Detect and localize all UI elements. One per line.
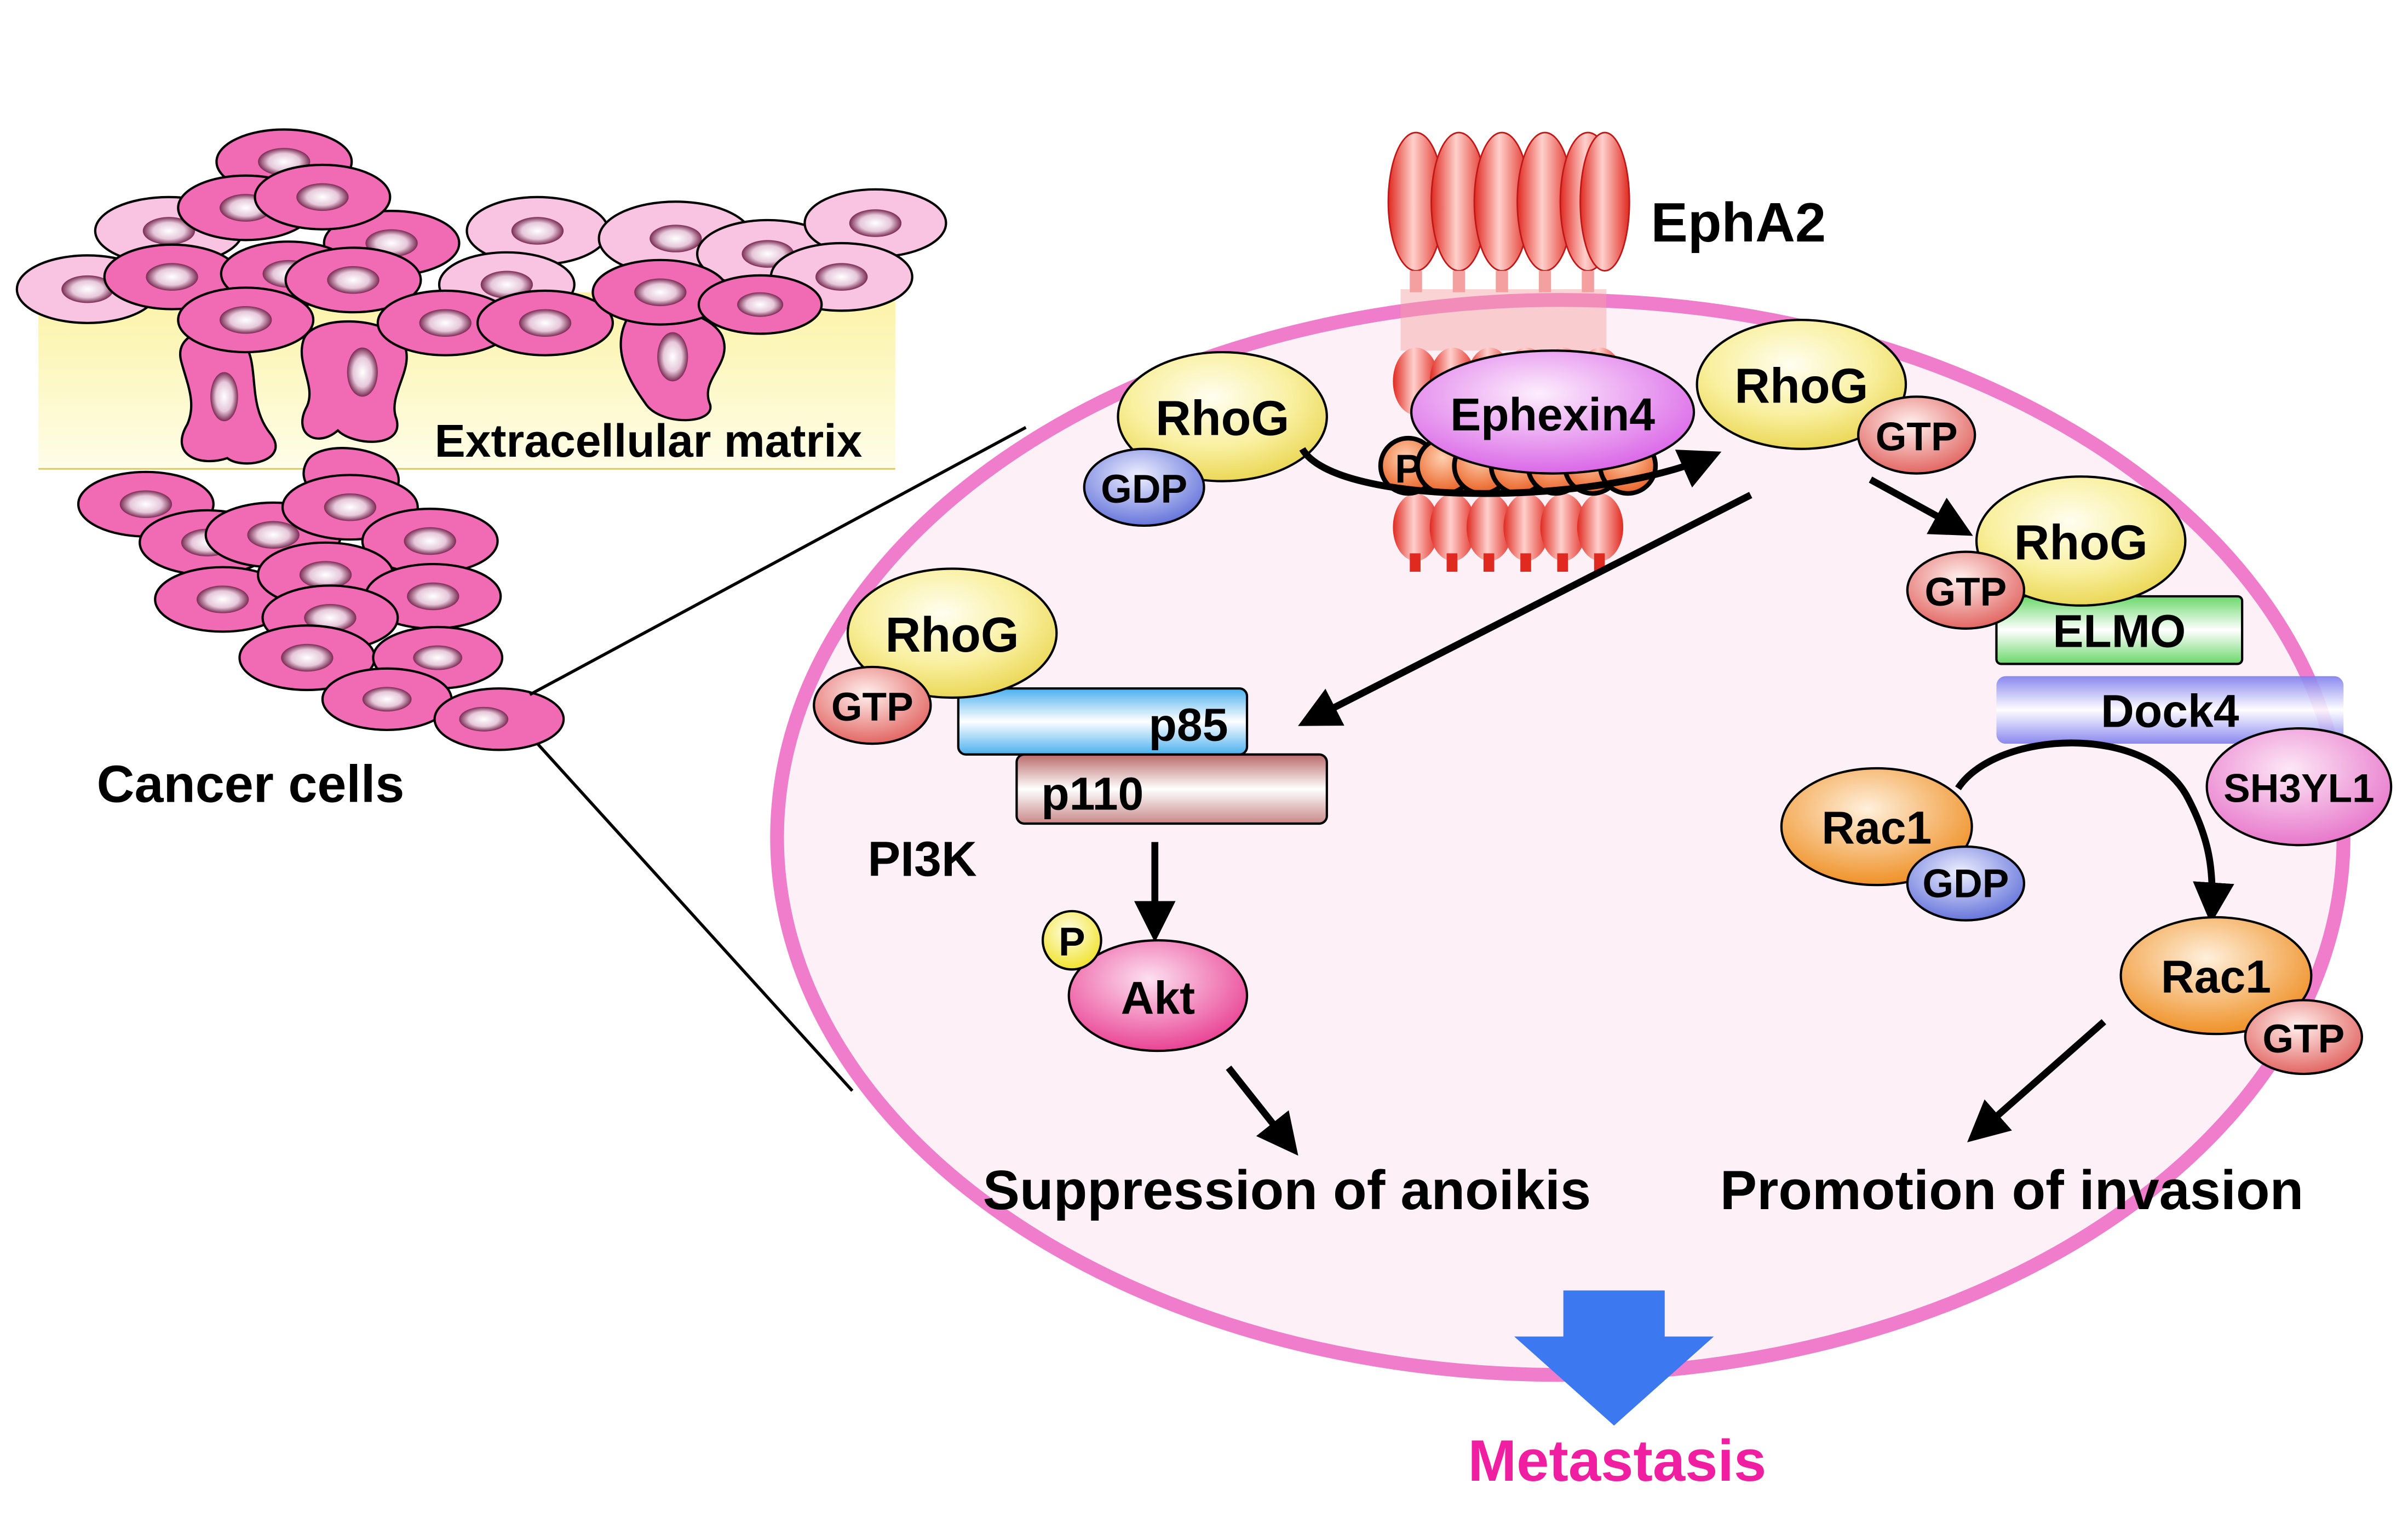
cancer-cell	[476, 289, 614, 356]
gdp-label: GDP	[1922, 862, 2009, 906]
phospho-label: P	[1059, 920, 1085, 964]
rhog-label: RhoG	[886, 608, 1019, 663]
p85-subunit	[957, 687, 1249, 756]
arrow-to-pi3k	[1298, 492, 1752, 726]
elmo-dock4-complex: Dock4 ELMO RhoG GTP SH3YL1	[1906, 475, 2393, 847]
cancer-cell	[254, 163, 392, 231]
cancer-cell-zoomed	[433, 687, 565, 751]
rhog-label: RhoG	[1734, 359, 1868, 414]
ephexin4: Ephexin4	[1410, 349, 1696, 475]
cancer-cell	[321, 667, 453, 732]
pi3k-complex: p110 p85 RhoG GTP	[813, 567, 1328, 825]
rhog-label: RhoG	[1156, 392, 1289, 446]
gdp-label: GDP	[1101, 467, 1187, 511]
ecm-label: Extracellular matrix	[435, 415, 863, 467]
akt: Akt P	[1041, 910, 1249, 1053]
activation-arrow	[1299, 447, 1722, 497]
akt-label: Akt	[1121, 973, 1196, 1024]
rac1-activation-arrow	[1955, 739, 2234, 924]
rac1-gdp: Rac1 GDP	[1780, 767, 2026, 922]
metastasis-arrow	[1514, 1290, 1714, 1426]
epha2-label: EphA2	[1651, 192, 1826, 254]
dock4-bar	[1996, 676, 2344, 744]
gtp-label: GTP	[1876, 415, 1958, 459]
zoom-lines	[529, 426, 1027, 1092]
cancer-cells-top	[103, 128, 823, 356]
rac1-label: Rac1	[2161, 951, 2271, 1002]
sh3yl1-label: SH3YL1	[2223, 767, 2374, 811]
cancer-cell	[177, 286, 315, 354]
cancer-cell	[697, 274, 823, 335]
suppression-label: Suppression of anoikis	[983, 1160, 1591, 1221]
pi3k-label: PI3K	[867, 832, 976, 887]
p110-label: p110	[1041, 768, 1143, 820]
cancer-cells-bottom	[77, 470, 565, 751]
cancer-cell	[238, 624, 376, 692]
gtp-label: GTP	[1924, 570, 2007, 614]
promotion-label: Promotion of invasion	[1720, 1160, 2303, 1221]
ephexin4-label: Ephexin4	[1450, 389, 1655, 440]
gtp-label: GTP	[831, 685, 913, 729]
rhog-gdp: RhoG GDP	[1083, 350, 1328, 527]
cancer-cells-label: Cancer cells	[97, 756, 405, 814]
cancer-cell	[284, 246, 422, 314]
arrow-to-anoikis	[1226, 1065, 1298, 1156]
elmo-label: ELMO	[2053, 605, 2186, 657]
gtp-label: GTP	[2262, 1017, 2344, 1061]
arrow-to-invasion	[1967, 1019, 2106, 1143]
rac1-gtp: Rac1 GTP	[2119, 916, 2363, 1076]
rhog-label: RhoG	[2014, 516, 2148, 571]
metastasis-label: Metastasis	[1468, 1428, 1766, 1493]
p85-label: p85	[1149, 699, 1228, 751]
rac1-label: Rac1	[1821, 802, 1932, 853]
rhog-gtp-active: RhoG GTP	[1696, 319, 1976, 475]
arrow-to-elmo	[1869, 476, 1973, 536]
dock4-label: Dock4	[2101, 685, 2239, 737]
cancer-cell	[376, 289, 514, 356]
cancer-cell	[591, 258, 729, 326]
epha2-receptor	[1387, 131, 1630, 351]
